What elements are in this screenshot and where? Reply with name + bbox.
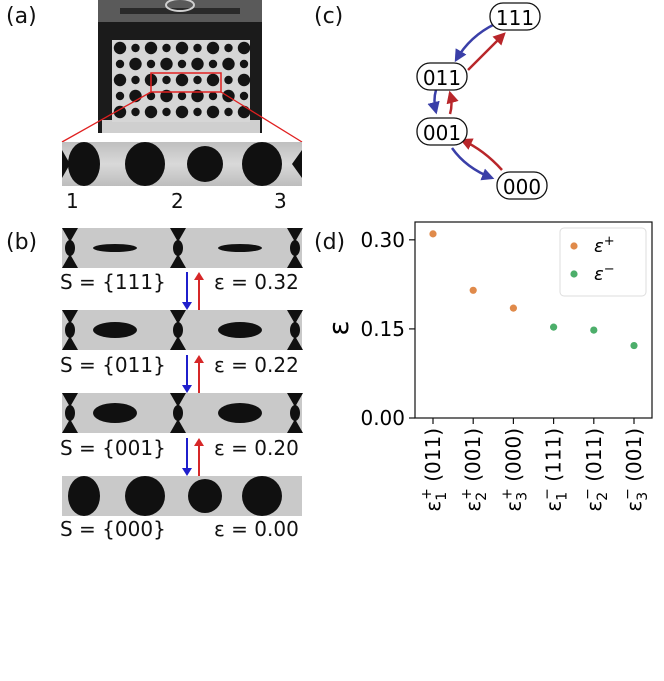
panel-label-c: (c) [314, 4, 344, 29]
zoom-box [150, 72, 222, 93]
panel-label-b: (b) [6, 230, 38, 255]
x-tick-label: ε2− (011) [580, 428, 611, 512]
y-axis-label: ε [322, 320, 355, 335]
position-label-1: 1 [66, 189, 79, 213]
svg-text:001: 001 [423, 121, 461, 145]
specimen-strip-1 [62, 228, 303, 268]
node-011: 011 [416, 62, 468, 91]
data-point [630, 341, 638, 350]
legend-box [559, 227, 647, 297]
state-label-011: S = {011} [60, 353, 166, 377]
node-111: 111 [489, 2, 541, 31]
strain-label-000: ε = 0.00 [214, 517, 299, 541]
panel-a-figure [61, 0, 303, 186]
zoomed-strip [62, 142, 302, 186]
data-point [429, 230, 437, 238]
position-label-3: 3 [274, 189, 287, 213]
panel-label-d: (d) [314, 230, 346, 255]
data-point [469, 286, 477, 294]
data-point [590, 326, 598, 334]
state-label-111: S = {111} [60, 270, 166, 294]
strain-label-022: ε = 0.22 [214, 353, 299, 377]
x-tick-label: ε3+ (000) [499, 428, 530, 512]
panel-label-a: (a) [6, 4, 37, 29]
svg-text:111: 111 [496, 6, 534, 30]
arrow-001-to-011 [446, 90, 459, 115]
node-001: 001 [416, 117, 468, 146]
legend-marker [570, 270, 578, 278]
specimen-strip-2 [62, 310, 303, 350]
strain-scatter-chart: 0.000.150.30ε ε+ε− ε1+ (011)ε2+ (001)ε3+… [322, 221, 653, 512]
x-tick-label: ε2+ (001) [459, 428, 490, 512]
panel-b-strips [62, 228, 303, 516]
strain-label-032: ε = 0.32 [214, 270, 299, 294]
arrow-111-to-011 [454, 22, 496, 63]
svg-text:000: 000 [503, 175, 541, 199]
arrow-001-to-000 [450, 147, 495, 181]
state-transition-graph: 111 011 001 000 [416, 2, 548, 200]
state-label-001: S = {001} [60, 436, 166, 460]
x-tick-label: ε1− (111) [540, 428, 571, 512]
arrow-000-to-001 [459, 138, 503, 171]
strain-label-020: ε = 0.20 [214, 436, 299, 460]
arrow-011-to-111 [467, 32, 506, 71]
data-point [550, 323, 558, 331]
x-tick-label: ε3− (001) [620, 428, 651, 512]
plot-frame [414, 221, 653, 419]
position-label-2: 2 [171, 189, 184, 213]
y-tick-label: 0.00 [360, 406, 405, 430]
data-point [509, 304, 517, 312]
legend-marker [570, 242, 578, 250]
x-tick-label: ε1+ (011) [419, 428, 450, 512]
node-000: 000 [496, 171, 548, 200]
svg-text:011: 011 [423, 66, 461, 90]
specimen-strip-3 [62, 393, 303, 433]
y-tick-label: 0.30 [360, 228, 405, 252]
y-tick-label: 0.15 [360, 317, 405, 341]
state-label-000: S = {000} [60, 517, 166, 541]
specimen-strip-4 [62, 476, 302, 516]
arrow-011-to-001 [427, 89, 440, 115]
experiment-photo [98, 0, 262, 133]
